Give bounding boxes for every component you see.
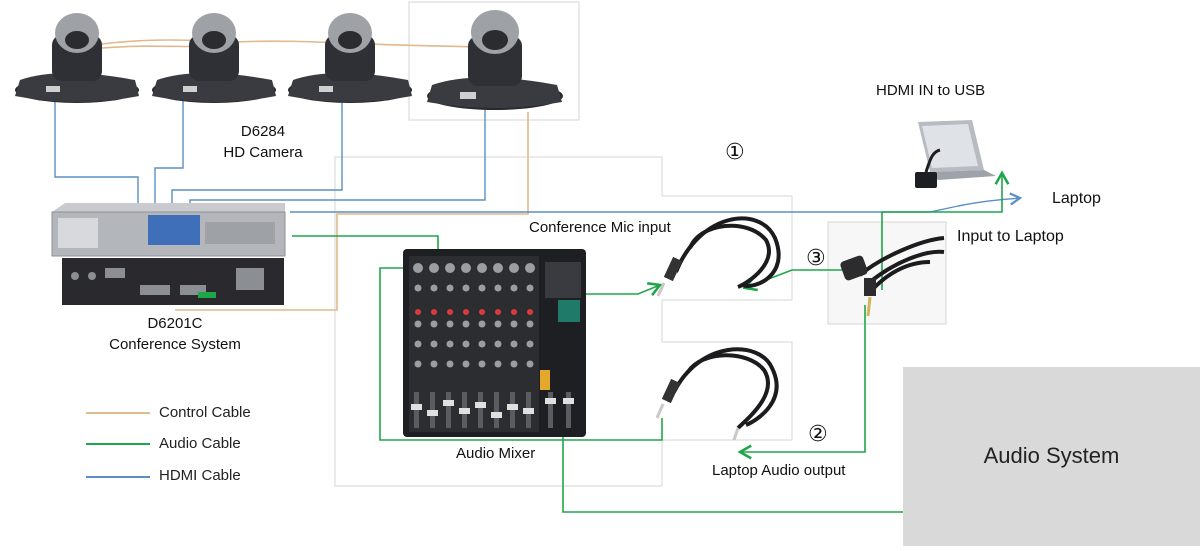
mixer-knob (461, 263, 471, 273)
ptz-camera-4 (427, 10, 563, 110)
laptop-label: Laptop (1052, 190, 1101, 207)
mixer-knob (414, 284, 422, 292)
mixer-knob (414, 320, 422, 328)
mixer-knob (446, 360, 454, 368)
mixer-knob (462, 320, 470, 328)
jack-cable-2 (655, 347, 779, 441)
audio-mixer (403, 249, 586, 437)
camera-name-label: HD Camera (223, 144, 303, 161)
ptz-camera-2 (152, 13, 276, 103)
mixer-knob (430, 284, 438, 292)
audio-system-box: Audio System (903, 367, 1200, 546)
mixer-label: Audio Mixer (456, 445, 536, 462)
mixer-knob (526, 340, 534, 348)
mixer-knob (446, 284, 454, 292)
mixer-knob (414, 340, 422, 348)
legend-label-control: Control Cable (159, 404, 251, 421)
mixer-knob (526, 284, 534, 292)
mixer-knob (478, 340, 486, 348)
mixer-knob (430, 340, 438, 348)
mixer-knob (510, 340, 518, 348)
mixer-knob (478, 284, 486, 292)
mixer-knob (445, 263, 455, 273)
mixer-knob (494, 340, 502, 348)
mixer-knob (494, 320, 502, 328)
audio-system-label: Audio System (983, 443, 1120, 468)
conference-unit (51, 203, 286, 305)
laptop-output-label: Laptop Audio output (712, 462, 846, 479)
mixer-knob (429, 263, 439, 273)
camera-model-label: D6284 (240, 123, 286, 140)
legend-line-hdmi (86, 476, 150, 478)
conference-name-label: Conference System (109, 336, 241, 353)
mixer-knob (462, 340, 470, 348)
mixer-knob (526, 320, 534, 328)
mixer-knob (478, 320, 486, 328)
marker-two: ② (808, 421, 828, 446)
conference-model-label: D6201C (147, 315, 203, 332)
ptz-camera-3 (288, 13, 412, 103)
mixer-knob (462, 360, 470, 368)
legend-line-control (86, 412, 150, 414)
mixer-knob (414, 360, 422, 368)
input-laptop-label: Input to Laptop (957, 228, 1064, 245)
conference-mic-label: Conference Mic input (529, 219, 671, 236)
mixer-knob (430, 320, 438, 328)
mixer-knob (509, 263, 519, 273)
audio-splitter (840, 236, 945, 317)
jack-cable-1 (656, 216, 781, 297)
mixer-knob (477, 263, 487, 273)
mixer-knob (462, 284, 470, 292)
mixer-knob (494, 284, 502, 292)
mixer-knob (478, 360, 486, 368)
legend-label-hdmi: HDMI Cable (159, 467, 241, 484)
mixer-knob (494, 360, 502, 368)
mixer-knob (430, 360, 438, 368)
mixer-knob (510, 320, 518, 328)
mixer-knob (525, 263, 535, 273)
mixer-knob (413, 263, 423, 273)
legend-label-audio: Audio Cable (159, 435, 241, 452)
marker-three: ③ (806, 245, 826, 270)
laptop (915, 120, 996, 188)
mixer-knob (510, 360, 518, 368)
mixer-knob (446, 340, 454, 348)
hdmi-usb-label: HDMI IN to USB (876, 82, 986, 99)
ptz-camera-1 (15, 13, 139, 103)
legend-line-audio (86, 443, 150, 445)
mixer-knob (526, 360, 534, 368)
marker-one: ① (725, 139, 745, 164)
mixer-knob (493, 263, 503, 273)
mixer-knob (510, 284, 518, 292)
mixer-knob (446, 320, 454, 328)
